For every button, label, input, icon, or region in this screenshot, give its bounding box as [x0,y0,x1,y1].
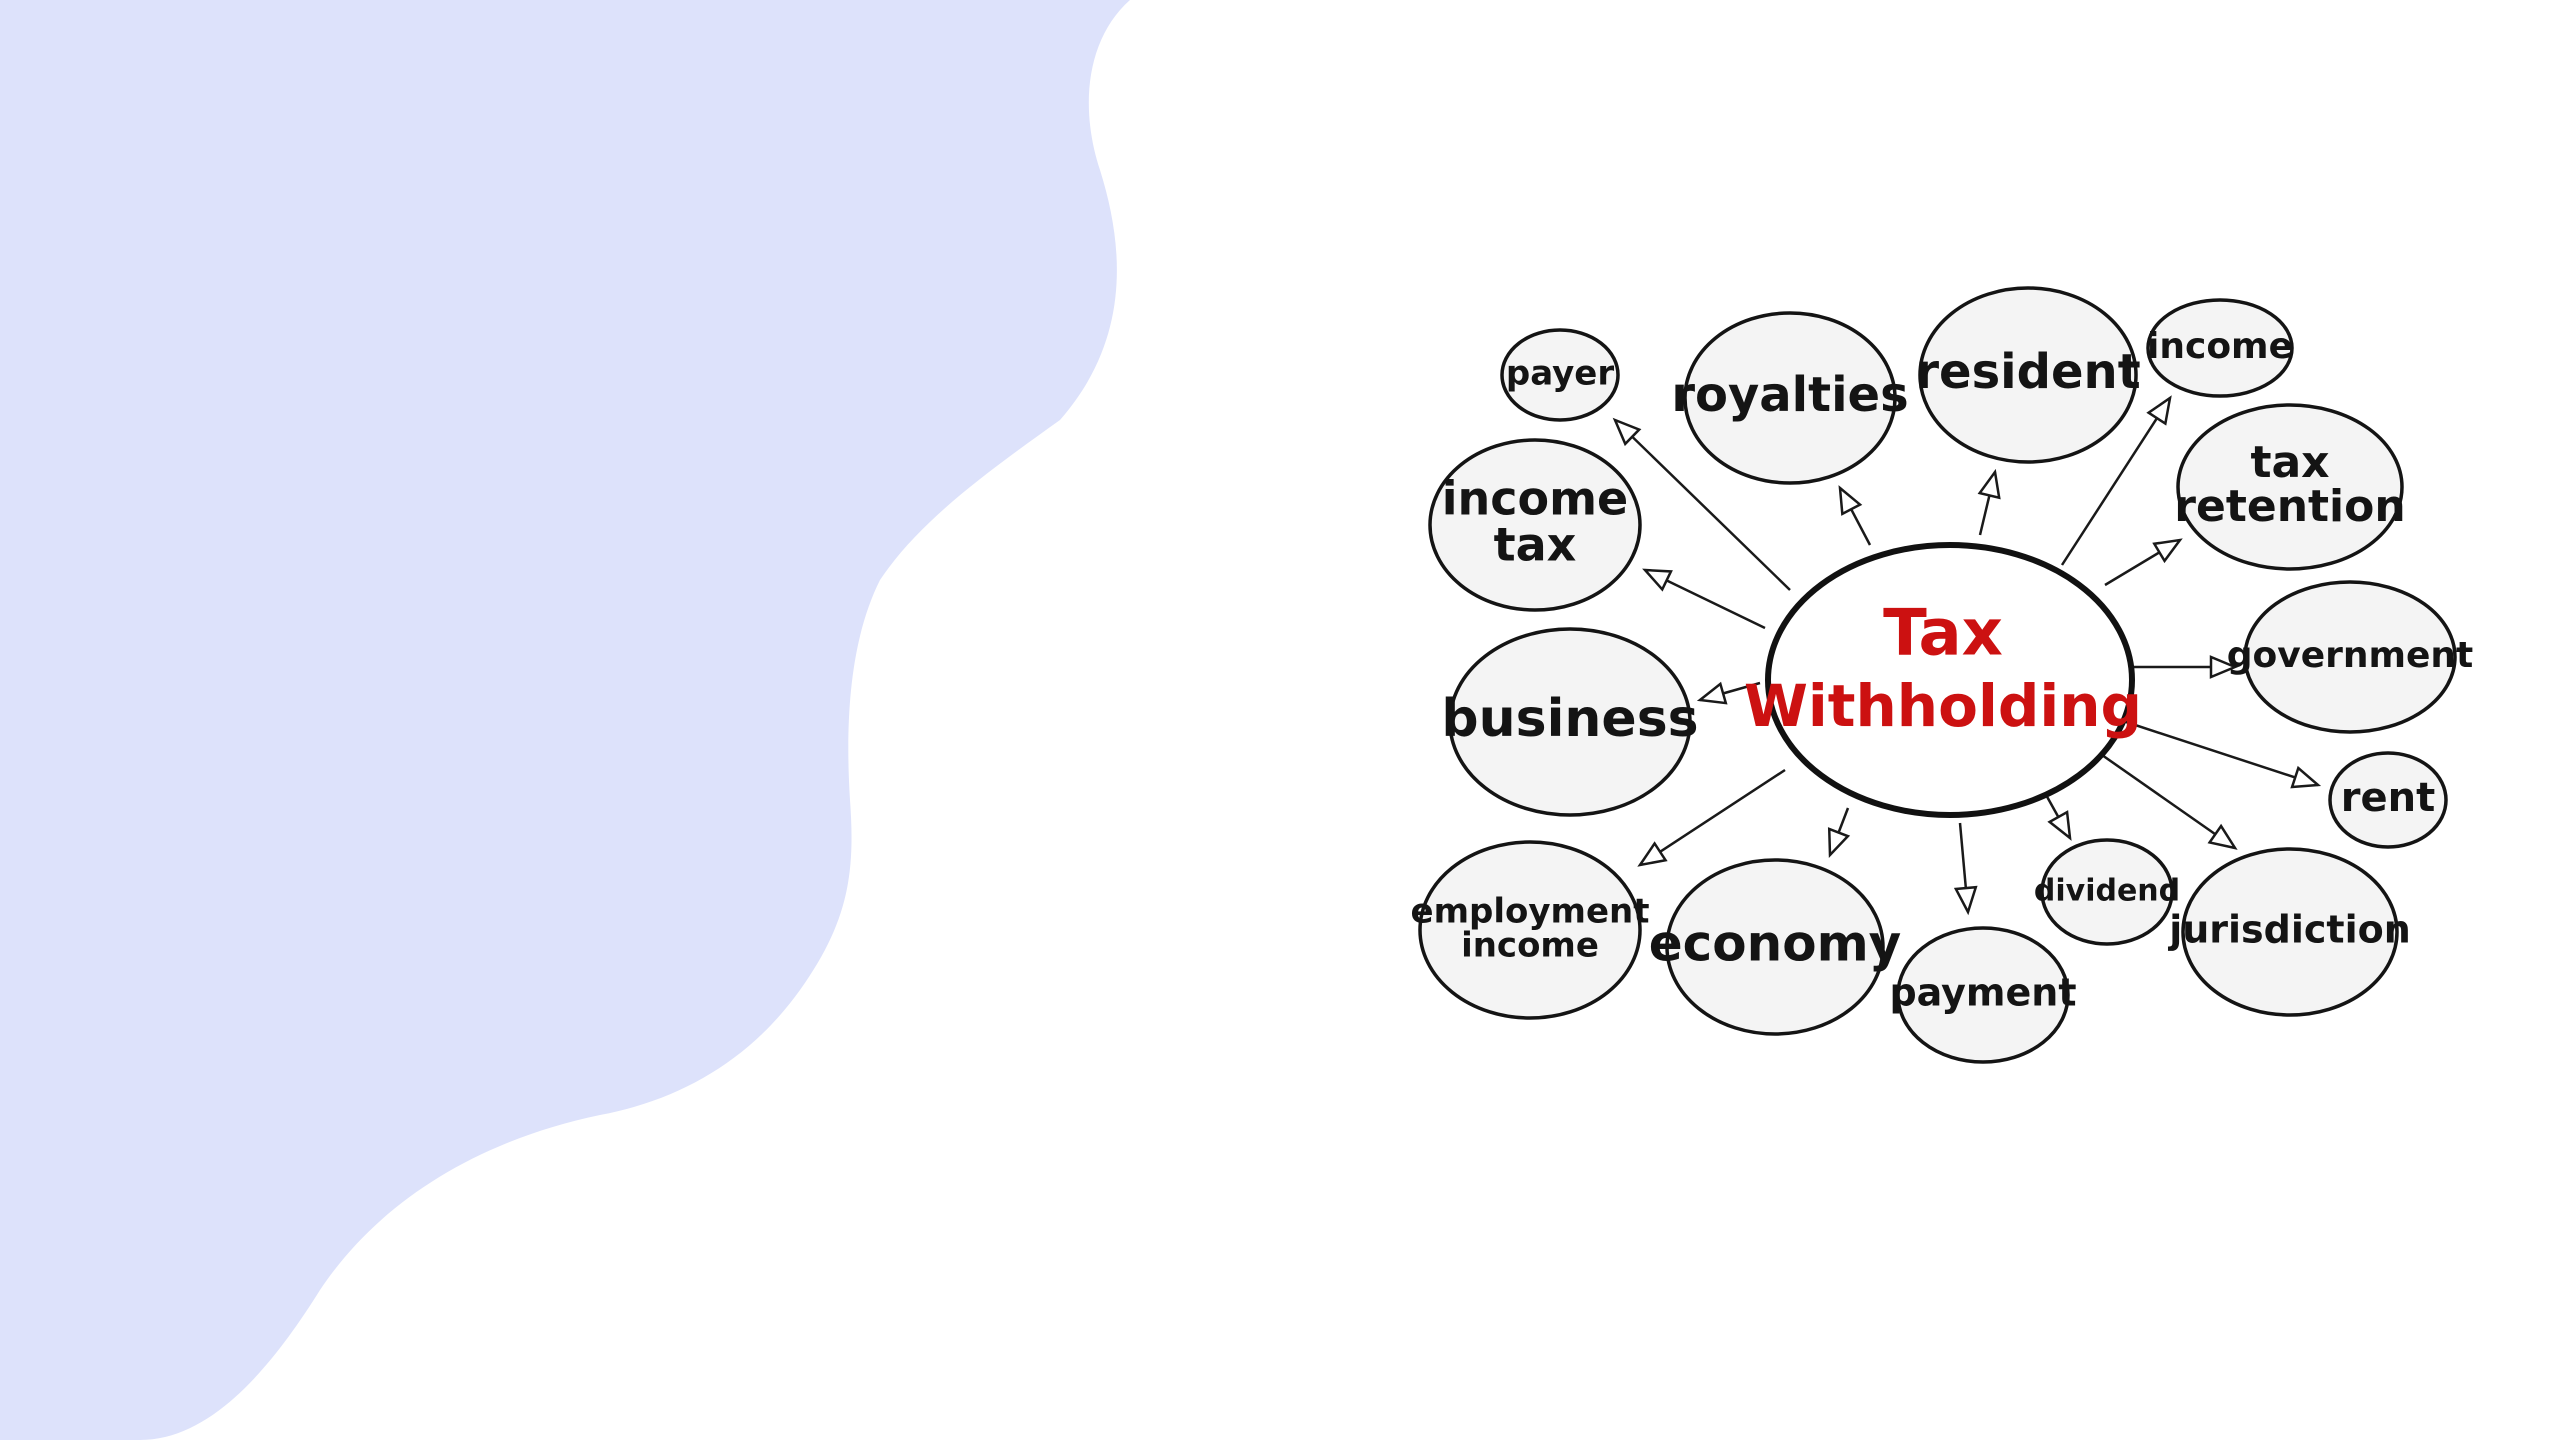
arrow-to-employment-income [1639,768,1786,867]
node-label-jurisdiction: jurisdiction [2167,908,2411,952]
node-ellipse-government [2243,580,2457,734]
node-ellipse-rent [2328,751,2448,849]
center-ellipse [1765,542,2135,818]
node-label-employment-income-line-2: income [1461,926,1599,966]
node-government: government [2227,580,2474,734]
node-label-employment-income-line-1: employment [1411,892,1650,932]
node-label-tax-retention-line-2: retention [2174,481,2405,532]
node-ellipse-tax-retention [2176,403,2404,571]
node-label-income-tax-line-1: income [1442,472,1629,526]
arrowhead-income-tax [1642,568,1673,592]
node-label-economy: economy [1649,915,1902,973]
node-business: business [1441,627,1699,817]
node-ellipse-employment-income [1418,840,1642,1020]
node-label-rent: rent [2341,775,2435,821]
node-label-payer: payer [1506,354,1614,394]
node-ellipse-dividend [2040,838,2174,946]
node-label-resident: resident [1915,344,2140,400]
node-ellipse-income [2146,298,2294,398]
arrowhead-dividend [2047,810,2072,841]
node-ellipse-royalties [1683,311,1897,485]
node-label-business: business [1441,689,1698,749]
center-label-line-1: Tax [1883,597,2003,671]
arrowhead-income [2146,395,2172,426]
arrowhead-payer [1612,417,1642,447]
arrow-to-income [2060,397,2172,566]
node-economy: economy [1649,858,1902,1036]
node-payment: payment [1889,926,2077,1064]
arrowhead-employment-income [1637,841,1668,867]
node-ellipse-business [1448,627,1692,817]
node-ellipse-payer [1500,328,1620,422]
node-ellipse-resident [1918,286,2138,464]
node-jurisdiction: jurisdiction [2167,847,2411,1017]
node-royalties: royalties [1671,311,1909,485]
node-rent: rent [2328,751,2448,849]
arrowhead-economy [1827,827,1851,859]
arrowhead-jurisdiction [2207,823,2238,850]
arrowhead-resident [1977,468,2001,500]
arrowhead-government [2209,655,2239,679]
connector-arrows [1612,395,2322,916]
node-dividend: dividend [2034,838,2180,946]
arrow-to-payer [1614,419,1791,591]
node-ellipse-income-tax [1428,438,1642,612]
lavender-wave-shape [0,0,1130,1440]
node-label-dividend: dividend [2034,874,2180,909]
node-payer: payer [1500,328,1620,422]
node-ellipse-payment [1896,926,2070,1064]
node-income: income [2146,298,2294,398]
node-ellipse-jurisdiction [2181,847,2399,1017]
arrowhead-tax-retention [2152,538,2183,564]
arrow-to-rent [2119,718,2319,787]
node-label-payment: payment [1889,971,2076,1015]
node-label-government: government [2227,635,2474,676]
node-ellipse-economy [1665,858,1885,1036]
node-label-income-tax-line-2: tax [1494,518,1577,572]
arrowhead-royalties [1838,485,1863,516]
arrow-to-jurisdiction [2101,753,2236,850]
center-label-line-2: Withholding [1744,672,2142,740]
node-label-income: income [2147,326,2293,367]
node-label-tax-retention-line-1: tax [2250,437,2329,488]
arrowhead-business [1696,681,1728,705]
node-resident: resident [1915,286,2141,464]
node-label-royalties: royalties [1671,367,1908,423]
arrowhead-rent [2290,765,2322,789]
arrowhead-payment [1953,885,1978,916]
central-topic: Tax Withholding [1744,542,2142,818]
